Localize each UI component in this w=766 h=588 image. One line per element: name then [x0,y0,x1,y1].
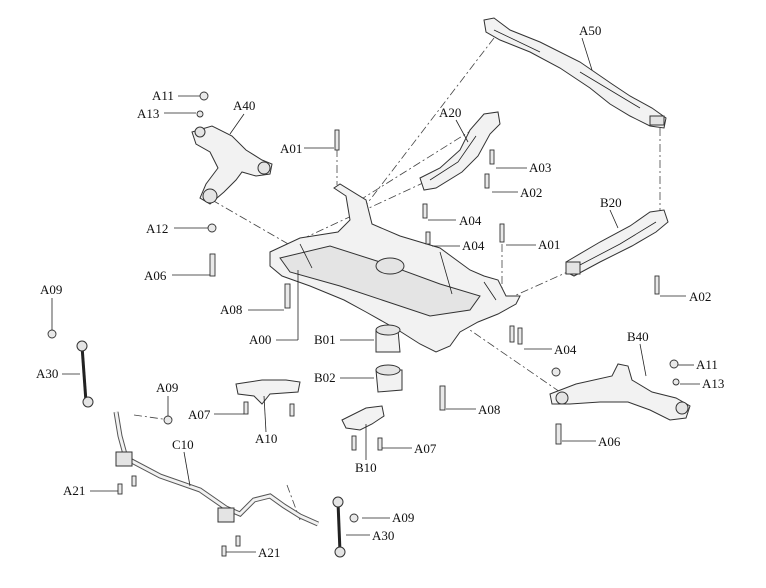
label-a01-right: A01 [538,237,560,252]
label-a21-left: A21 [63,483,85,498]
arm-a20[interactable] [419,111,501,191]
bushing-b02[interactable] [375,364,403,393]
label-a11-left: A11 [152,88,174,103]
fasteners [47,91,680,557]
label-a12: A12 [146,221,168,236]
label-b01: B01 [314,332,336,347]
label-a09-left: A09 [40,282,62,297]
label-a00: A00 [249,332,271,347]
label-a07-right: A07 [414,441,437,456]
brace-bar-a50[interactable] [483,17,667,129]
label-a08-bottom: A08 [478,402,500,417]
label-a04-top: A04 [459,213,482,228]
label-a21-bottom: A21 [258,545,280,560]
label-a20: A20 [439,105,461,120]
label-a07-left: A07 [188,407,211,422]
label-a10: A10 [255,431,277,446]
label-a40: A40 [233,98,255,113]
label-a13-right: A13 [702,376,724,391]
label-a01-top: A01 [280,141,302,156]
arm-b20[interactable] [565,209,669,277]
label-c10: C10 [172,437,194,452]
bracket-a10[interactable] [235,379,301,405]
label-a02-top: A02 [520,185,542,200]
label-a06-left: A06 [144,268,167,283]
label-a30-bottom: A30 [372,528,394,543]
label-a03: A03 [529,160,551,175]
label-a13-left: A13 [137,106,159,121]
leader-lines [51,37,700,553]
label-a04-mid: A04 [462,238,485,253]
label-a09-mid: A09 [156,380,178,395]
assembly-axis-lines [133,37,661,521]
bushing-b01[interactable] [375,324,401,353]
label-a09-bottom: A09 [392,510,414,525]
label-a02-right: A02 [689,289,711,304]
label-b10: B10 [355,460,377,475]
stabilizer-link-a30-right[interactable] [332,496,346,558]
control-arm-a40[interactable] [191,125,273,205]
label-a08-left: A08 [220,302,242,317]
label-a50: A50 [579,23,601,38]
label-b40: B40 [627,329,649,344]
label-a11-right: A11 [696,357,718,372]
label-b02: B02 [314,370,336,385]
stabilizer-bar-c10[interactable] [113,411,320,527]
part-labels: A50 A20 A03 A02 A04 A04 A01 A01 B20 A02 … [36,23,724,560]
bracket-b10[interactable] [341,405,385,431]
label-a04-right: A04 [554,342,577,357]
stabilizer-link-a30-left[interactable] [76,340,94,408]
label-b20: B20 [600,195,622,210]
label-a06-right: A06 [598,434,621,449]
label-a30-left: A30 [36,366,58,381]
subframe-a00[interactable] [269,183,521,353]
control-arm-b40[interactable] [549,363,691,421]
